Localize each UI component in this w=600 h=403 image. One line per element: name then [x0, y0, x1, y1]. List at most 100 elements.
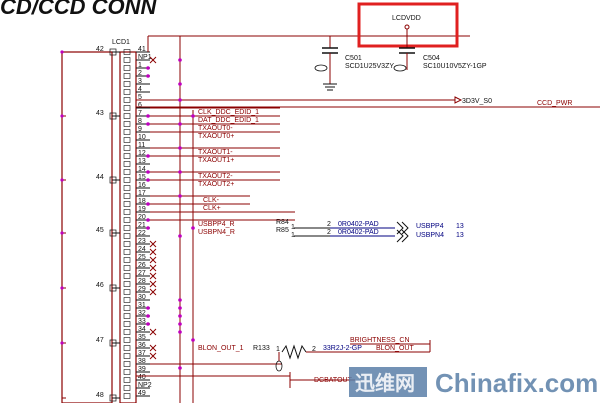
right-pin-label: 28	[138, 278, 146, 285]
bus-junction-dot	[178, 82, 182, 86]
right-pin-label: 25	[138, 254, 146, 261]
bus-junction-dot	[178, 366, 182, 370]
right-pin-pad	[123, 225, 131, 231]
bus-junction-dot	[178, 170, 182, 174]
right-pin-pad	[123, 73, 131, 79]
right-pin-pad	[123, 337, 131, 343]
r133-ref: R133	[253, 345, 270, 352]
left-pin-label: 48	[96, 392, 104, 399]
right-pin-pad	[123, 305, 131, 311]
right-pin-pad	[123, 233, 131, 239]
connector-ref: LCD1	[112, 39, 130, 46]
right-pin-group: 41NP112345678910111213141516171819202122…	[123, 46, 157, 399]
right-pin-pad	[123, 113, 131, 119]
right-pin-label: 3	[138, 78, 142, 85]
right-pin-label: 33	[138, 318, 146, 325]
right-pin-pad	[123, 81, 131, 87]
bus-junction-dot	[191, 338, 195, 342]
right-pin-pad	[123, 289, 131, 295]
c504-ref: C504	[423, 55, 440, 62]
left-bus-junction	[60, 231, 64, 235]
right-pin-pad	[123, 369, 131, 375]
right-pin-pad	[123, 137, 131, 143]
right-pin-pad	[123, 217, 131, 223]
net-labels: CLK_DDC_EDID_1 DAT_DDC_EDID_1 TXAOUT0- T…	[198, 109, 414, 384]
net-tx1p: TXAOUT1+	[198, 157, 234, 164]
bus-junction-dot	[178, 194, 182, 198]
right-pin-label: 31	[138, 302, 146, 309]
left-pin-pad	[109, 112, 117, 120]
right-pin-pad	[123, 265, 131, 271]
lcdvdd-label: LCDVDD	[392, 15, 421, 22]
net-tx0p: TXAOUT0+	[198, 133, 234, 140]
net-blon: BLON_OUT_1	[198, 345, 244, 352]
left-bus-junction	[60, 114, 64, 118]
bus-junction-dot	[178, 234, 182, 238]
right-pin-pad	[123, 89, 131, 95]
left-bus-junction	[60, 286, 64, 290]
junction-dot	[146, 314, 150, 318]
junction-dot	[146, 74, 150, 78]
junction-dot	[146, 226, 150, 230]
bus-junction-dot	[178, 98, 182, 102]
bus-junction-dot	[178, 122, 182, 126]
net-tx1n: TXAOUT1-	[198, 149, 233, 156]
right-pin-pad	[123, 49, 131, 55]
right-pin-pad	[123, 201, 131, 207]
left-pin-pad	[109, 48, 117, 56]
r133-pin2: 2	[312, 346, 316, 353]
highlight-box	[357, 2, 459, 48]
net-tx2n: TXAOUT2-	[198, 173, 233, 180]
net-usbpn4r: USBPN4_R	[198, 229, 235, 236]
r85-page: 13	[456, 232, 464, 239]
signal-wires	[60, 50, 295, 370]
junction-dot	[146, 306, 150, 310]
r85-pin2: 2	[327, 229, 331, 236]
net-tx0n: TXAOUT0-	[198, 125, 233, 132]
bus-junction-dot	[191, 114, 195, 118]
left-bus-junction	[60, 178, 64, 182]
right-pin-pad	[123, 185, 131, 191]
right-pin-pad	[123, 297, 131, 303]
right-pin-pad	[123, 105, 131, 111]
right-pin-label: 37	[138, 350, 146, 357]
no-connect-mark	[149, 56, 157, 64]
no-connect-mark	[149, 288, 157, 296]
right-pin-pad	[123, 177, 131, 183]
lcdvdd-power: LCDVDD	[357, 2, 459, 48]
page-title: CD/CCD CONN	[0, 0, 158, 19]
right-pin-pad	[123, 281, 131, 287]
junction-dot	[146, 114, 150, 118]
r84-page: 13	[456, 223, 464, 230]
right-pin-label: 24	[138, 246, 146, 253]
right-pin-pad	[123, 361, 131, 367]
right-pin-pad	[123, 193, 131, 199]
junction-dot	[146, 154, 150, 158]
right-pin-pad	[123, 145, 131, 151]
right-pin-label: 11	[138, 142, 145, 149]
right-pin-label: 6	[138, 102, 142, 109]
capacitor-c504: C504 SC10U10V5ZY-1GP	[393, 36, 487, 72]
bus-junction-dot	[178, 298, 182, 302]
right-pin-pad	[123, 209, 131, 215]
right-pin-pad	[123, 321, 131, 327]
right-pin-label: 19	[138, 206, 146, 213]
r133-value: 33R2J-2-GP	[323, 345, 362, 352]
right-pin-label: 30	[138, 294, 146, 301]
dcbatout-rail	[136, 372, 355, 388]
power-rails: 3D3V_S0 CCD_PWR	[136, 96, 600, 108]
right-pin-label: 32	[138, 310, 146, 317]
net-blon-out: BLON_OUT	[376, 345, 414, 352]
right-pin-label: 41	[138, 46, 146, 53]
net-ddc-dat: DAT_DDC_EDID_1	[198, 117, 259, 124]
left-pin-label: 42	[96, 46, 104, 53]
right-pin-label: 35	[138, 334, 146, 341]
right-pin-pad	[123, 169, 131, 175]
right-pin-label: 5	[138, 94, 142, 101]
r85-pin1: 1	[291, 232, 295, 239]
junction-dot	[146, 170, 150, 174]
right-pin-label: 34	[138, 326, 146, 333]
right-pin-label: 9	[138, 126, 142, 133]
left-pin-pad	[109, 176, 117, 184]
